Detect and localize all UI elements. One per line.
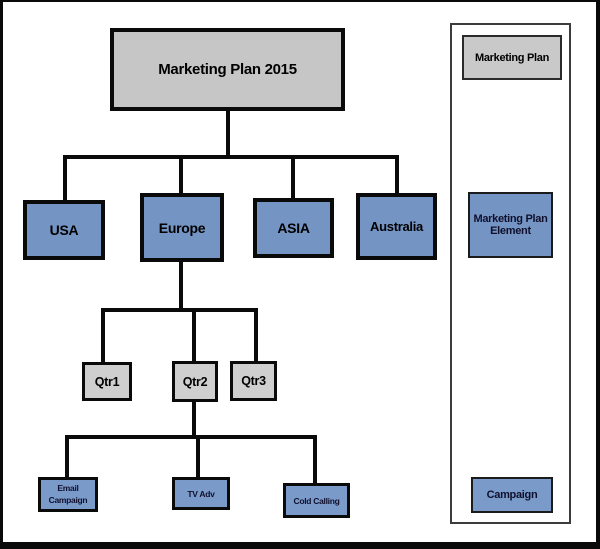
node-label: Australia — [370, 219, 423, 234]
legend-label: Marketing Plan Element — [473, 213, 548, 237]
node-label: Qtr1 — [94, 374, 120, 389]
node-usa: USA — [23, 200, 105, 260]
node-label: Europe — [158, 219, 206, 236]
node-qtr2: Qtr2 — [172, 361, 218, 402]
connector-europe-down — [179, 262, 183, 310]
node-label: Marketing Plan 2015 — [158, 61, 297, 78]
node-email-campaign: Email Campaign — [38, 477, 98, 512]
node-label: Email Campaign — [48, 483, 88, 505]
legend-item-campaign: Campaign — [471, 477, 553, 513]
legend-panel — [450, 23, 571, 524]
connector-quarters-horizontal — [101, 308, 258, 312]
legend-label: Marketing Plan — [474, 51, 550, 64]
legend-item-marketing-plan: Marketing Plan — [462, 35, 562, 80]
connector-regions-horizontal — [63, 155, 399, 159]
node-label: TV Adv — [187, 488, 215, 499]
node-marketing-plan-2015: Marketing Plan 2015 — [110, 28, 345, 111]
connector-europe-drop — [179, 155, 183, 195]
node-qtr1: Qtr1 — [82, 362, 132, 401]
connector-asia-drop — [291, 155, 295, 200]
node-qtr3: Qtr3 — [230, 361, 277, 401]
node-asia: ASIA — [253, 198, 334, 258]
connector-campaigns-horizontal — [65, 435, 317, 439]
connector-email-drop — [65, 435, 69, 478]
connector-usa-drop — [63, 155, 67, 201]
connector-qtr1-drop — [101, 308, 105, 363]
node-label: Qtr3 — [241, 374, 266, 388]
node-tv-adv: TV Adv — [172, 477, 230, 510]
connector-qtr3-drop — [254, 308, 258, 363]
connector-australia-drop — [395, 155, 399, 195]
node-label: ASIA — [277, 220, 310, 236]
node-label: USA — [49, 222, 79, 238]
connector-cold-drop — [313, 435, 317, 484]
legend-label: Campaign — [486, 489, 538, 501]
node-europe: Europe — [140, 193, 224, 262]
node-label: Cold Calling — [293, 495, 340, 506]
legend-item-marketing-plan-element: Marketing Plan Element — [468, 192, 553, 258]
connector-qtr2-down — [192, 402, 196, 437]
node-australia: Australia — [356, 193, 437, 260]
connector-tvadv-drop — [196, 435, 200, 478]
node-label: Qtr2 — [182, 374, 208, 389]
connector-root-drop — [226, 111, 230, 157]
node-cold-calling: Cold Calling — [283, 483, 350, 518]
connector-qtr2-drop — [192, 308, 196, 363]
